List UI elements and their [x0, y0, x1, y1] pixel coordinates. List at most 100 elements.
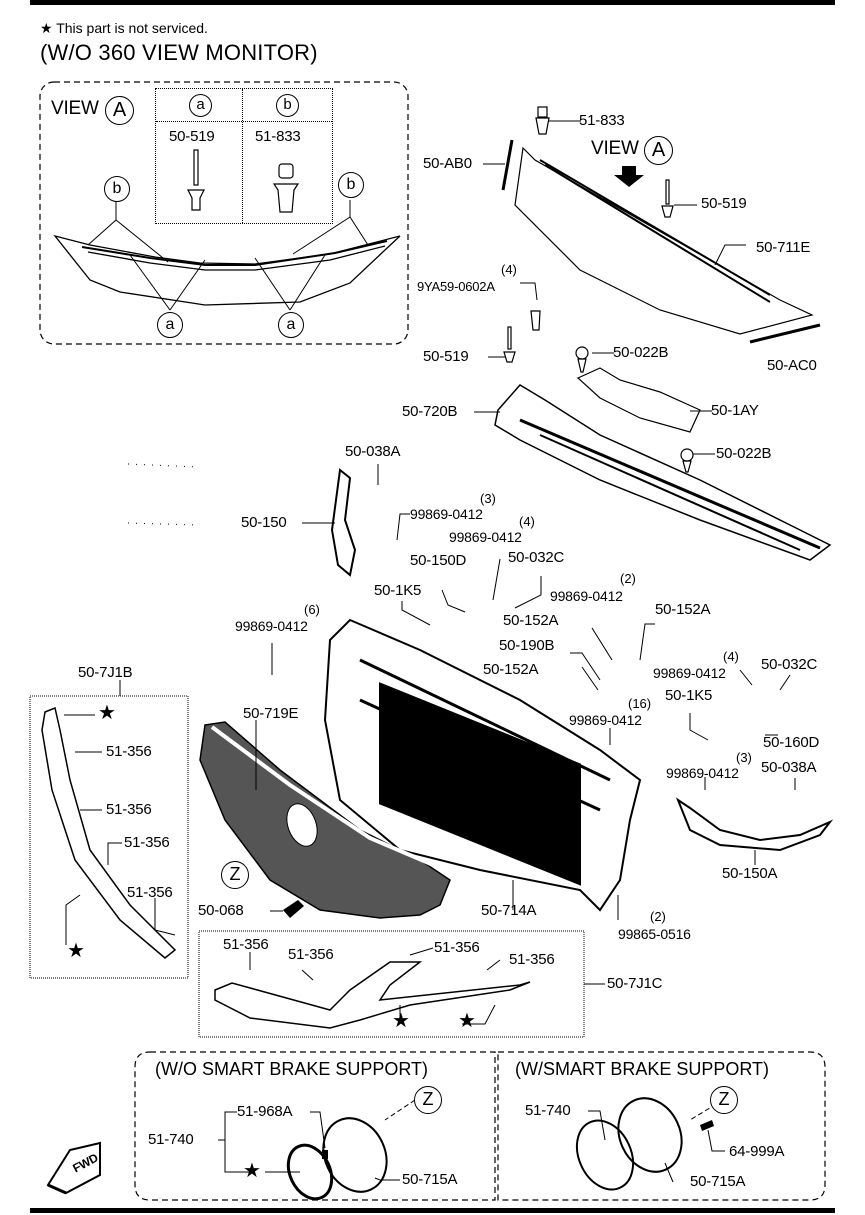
part-50-7j1c[interactable]: 50-7J1C	[607, 975, 663, 992]
part-51-356-c4[interactable]: 51-356	[509, 951, 555, 968]
part-9ya59-0602a[interactable]: 9YA59-0602A	[417, 279, 495, 294]
part-51-740-wo[interactable]: 51-740	[148, 1131, 194, 1148]
qty-99869-0412-4: (4)	[519, 514, 535, 529]
emblem-51-740-drawing	[286, 1143, 334, 1201]
seal-50-ab0-drawing	[501, 139, 514, 191]
part-50-ac0[interactable]: 50-AC0	[767, 357, 817, 374]
part-50-038a-right[interactable]: 50-038A	[761, 759, 817, 776]
part-50-152a-upper[interactable]: 50-152A	[503, 612, 559, 629]
z-callout-w: Z	[710, 1086, 738, 1114]
column-header-a: a	[189, 94, 212, 117]
view-a-grille-top-drawing	[53, 234, 401, 306]
part-50-150d[interactable]: 50-150D	[410, 552, 467, 569]
part-50-7j1b[interactable]: 50-7J1B	[78, 664, 133, 681]
part-50-068[interactable]: 50-068	[198, 902, 244, 919]
part-64-999a[interactable]: 64-999A	[729, 1143, 785, 1160]
clip-51-833-drawing	[272, 163, 300, 213]
star-icon: ★	[67, 940, 85, 962]
part-50-150[interactable]: 50-150	[241, 514, 287, 531]
table-part-51-833[interactable]: 51-833	[255, 128, 301, 145]
view-a-ref-label: VIEW	[591, 138, 639, 159]
housing-50-715a-sbs-drawing	[617, 1097, 683, 1173]
part-50-190b[interactable]: 50-190B	[499, 637, 555, 654]
part-50-519-lower[interactable]: 50-519	[423, 348, 469, 365]
qty-99869-0412-4b: (4)	[723, 649, 739, 664]
part-99865-0516[interactable]: 99865-0516	[618, 926, 691, 942]
part-99869-0412-6[interactable]: 99869-0412	[235, 618, 308, 634]
part-50-150a[interactable]: 50-150A	[722, 865, 778, 882]
part-50-022b-upper[interactable]: 50-022B	[613, 344, 669, 361]
wo-sbs-panel-border	[134, 1051, 496, 1201]
part-50-152a-lower[interactable]: 50-152A	[483, 661, 539, 678]
part-51-356-c1[interactable]: 51-356	[223, 936, 269, 953]
part-99869-0412-4b[interactable]: 99869-0412	[653, 665, 726, 681]
part-51-356-b4[interactable]: 51-356	[127, 884, 173, 901]
part-50-032c-right[interactable]: 50-032C	[761, 656, 818, 673]
grille-frame-50-714a-drawing	[323, 618, 642, 912]
part-50-519-upper[interactable]: 50-519	[701, 195, 747, 212]
part-99869-0412-16[interactable]: 99869-0412	[569, 712, 642, 728]
bracket-50-150a-drawing	[675, 797, 834, 852]
part-50-715a-wo[interactable]: 50-715A	[402, 1171, 458, 1188]
part-50-1k5-right[interactable]: 50-1K5	[665, 687, 713, 704]
clip-50-068-drawing	[283, 900, 304, 918]
callout-a-left: a	[157, 312, 183, 338]
part-50-714a[interactable]: 50-714A	[481, 902, 537, 919]
star-icon: ★	[98, 702, 116, 724]
qty-9ya59-0602a: (4)	[501, 262, 517, 277]
wo-sbs-title: (W/O SMART BRAKE SUPPORT)	[155, 1059, 429, 1079]
view-a-circle: A	[105, 96, 134, 125]
part-50-1k5-left[interactable]: 50-1K5	[374, 582, 422, 599]
molding-50-7j1b-box	[29, 695, 189, 979]
qty-99869-0412-16: (16)	[628, 696, 652, 711]
part-51-356-b3[interactable]: 51-356	[124, 834, 170, 851]
bracket-50-150-drawing	[330, 468, 357, 577]
part-50-1ay[interactable]: 50-1AY	[711, 402, 759, 419]
part-50-160d[interactable]: 50-160D	[763, 734, 820, 751]
view-a-label: VIEW	[51, 98, 99, 119]
upper-cover-panel-drawing	[514, 146, 814, 335]
part-99869-0412-4[interactable]: 99869-0412	[449, 529, 522, 545]
part-50-715a-w[interactable]: 50-715A	[690, 1173, 746, 1190]
table-part-50-519[interactable]: 50-519	[169, 128, 215, 145]
part-50-720b[interactable]: 50-720B	[402, 403, 458, 420]
not-serviced-note: ★ This part is not serviced.	[40, 20, 208, 36]
part-50-711e[interactable]: 50-711E	[756, 239, 811, 256]
part-51-740-w[interactable]: 51-740	[525, 1102, 571, 1119]
star-icon: ★	[40, 20, 53, 36]
fwd-arrow-icon	[46, 1141, 101, 1195]
part-51-833[interactable]: 51-833	[579, 112, 625, 129]
part-99869-0412-3b[interactable]: 99869-0412	[666, 765, 739, 781]
part-51-356-c3[interactable]: 51-356	[434, 939, 480, 956]
part-50-152a-right[interactable]: 50-152A	[655, 601, 711, 618]
clip-50-519-drawing	[187, 149, 205, 211]
part-51-356-c2[interactable]: 51-356	[288, 946, 334, 963]
molding-50-7j1c-drawing	[214, 961, 531, 1029]
housing-50-715a-drawing	[322, 1117, 388, 1193]
top-border-rule	[30, 0, 835, 5]
part-50-022b-lower[interactable]: 50-022B	[716, 445, 772, 462]
qty-99865-0516: (2)	[650, 909, 666, 924]
z-callout: Z	[221, 861, 249, 889]
part-51-356-b1[interactable]: 51-356	[106, 743, 152, 760]
part-50-719e[interactable]: 50-719E	[243, 705, 299, 722]
qty-99869-0412-3b: (3)	[736, 750, 752, 765]
part-50-038a-left[interactable]: 50-038A	[345, 443, 401, 460]
callout-b-right: b	[338, 172, 364, 198]
part-50-032c-left[interactable]: 50-032C	[508, 549, 565, 566]
part-51-356-b2[interactable]: 51-356	[106, 801, 152, 818]
upper-crossmember-drawing	[494, 384, 832, 561]
star-icon: ★	[392, 1010, 410, 1032]
view-a-leaders	[87, 200, 369, 311]
dotted-guides	[127, 463, 199, 526]
w-sbs-title: (W/SMART BRAKE SUPPORT)	[515, 1059, 770, 1079]
part-99869-0412-3[interactable]: 99869-0412	[410, 506, 483, 522]
part-51-968a[interactable]: 51-968A	[237, 1103, 293, 1120]
qty-99869-0412-6: (6)	[304, 602, 320, 617]
part-99869-0412-2[interactable]: 99869-0412	[550, 588, 623, 604]
upper-fasteners	[503, 106, 694, 473]
view-a-panel-border	[39, 81, 409, 345]
shield-50-1ay-drawing	[576, 367, 701, 433]
part-50-ab0[interactable]: 50-AB0	[423, 155, 472, 172]
